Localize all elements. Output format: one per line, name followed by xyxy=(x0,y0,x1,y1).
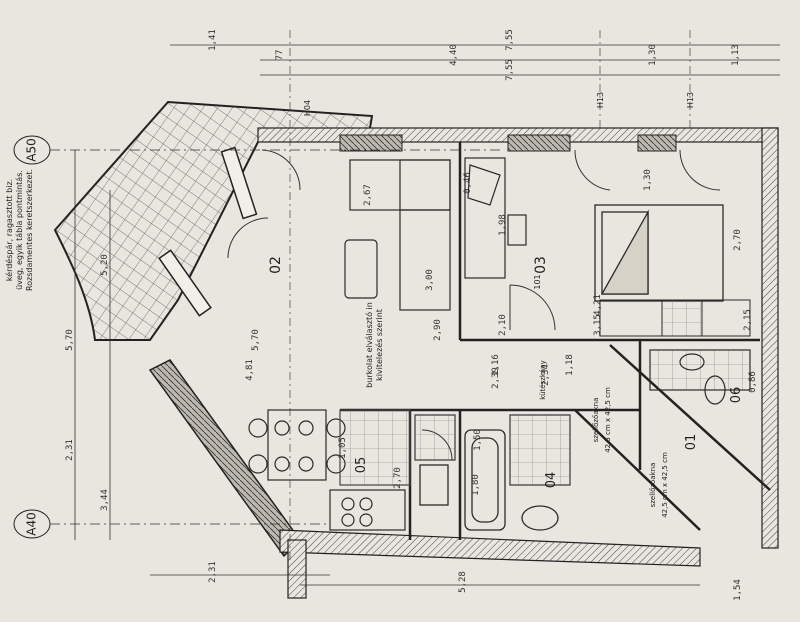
kitchen-note-1: burkolat elválasztó in xyxy=(364,302,374,388)
dim-left-6: 4,81 xyxy=(245,359,255,381)
shaft-label-2: 42,5 cm x 42,5 cm xyxy=(604,387,612,453)
interior-dim-18: 2,90 xyxy=(433,319,443,341)
wall-segment-top-left xyxy=(339,134,403,152)
axis-a50: A50 xyxy=(13,135,500,165)
balcony-note-3: Rozsdamentes keretszerkezet. xyxy=(25,169,34,291)
dim-top-3: 4,40 xyxy=(449,44,459,66)
door-h13-2-label: H13 xyxy=(686,92,695,108)
interior-dim-13: 2,70 xyxy=(393,467,403,489)
axis-a40-label: A40 xyxy=(25,512,39,535)
room-03-label: 03 xyxy=(533,256,549,274)
coffee-table xyxy=(344,239,378,299)
sofa xyxy=(349,159,451,311)
desk xyxy=(464,157,527,279)
dim-bottom-3: 1,54 xyxy=(733,579,743,601)
bathroom-fixtures xyxy=(414,414,571,531)
dimension-lines-left xyxy=(74,150,111,540)
balcony-note-2: üveg, egyik tábla pontmintás. xyxy=(15,170,24,290)
interior-dim-15: 3,15 xyxy=(593,314,603,336)
dim-left-5: 5,70 xyxy=(251,329,261,351)
balcony-windows xyxy=(158,146,258,317)
interior-dim-19: 0,86 xyxy=(748,371,758,393)
balcony-note-1: kérdéspár, ragasztott biz. xyxy=(4,179,14,281)
dim-top-6: 7,55 xyxy=(505,59,515,81)
room-06-label: 06 xyxy=(729,387,744,404)
dim-top-1: 1,41 xyxy=(208,29,218,51)
axis-a50-label: A50 xyxy=(25,138,39,161)
dim-top-2: 7,55 xyxy=(505,29,515,51)
dimension-lines-bottom xyxy=(150,574,700,586)
shaft-label-4: 42,5 cm x 42,5 cm xyxy=(661,452,669,518)
interior-dim-10: 2,34 xyxy=(541,364,551,386)
interior-dim-16: 2,15 xyxy=(743,309,753,331)
interior-dim-4: 2,70 xyxy=(733,229,743,251)
interior-dim-6: 1,30 xyxy=(643,169,653,191)
dim-top-7: 77 xyxy=(275,50,285,61)
kitchen-note-2: kivitelezés szerint xyxy=(374,309,384,381)
interior-dim-1: 2,67 xyxy=(363,184,373,206)
balcony-area xyxy=(53,100,374,341)
interior-dim-5: 4,21 xyxy=(593,294,603,316)
dim-top-5: 1,13 xyxy=(731,44,741,66)
dim-left-1: 5,70 xyxy=(65,329,75,351)
interior-dim-11: 1,50 xyxy=(473,429,483,451)
interior-dim-8: 1,18 xyxy=(565,354,575,376)
room-01-label: 01 xyxy=(684,434,699,451)
shaft-label-3: szellőzőakna xyxy=(648,463,657,508)
door-h04-label: H04 xyxy=(303,100,312,116)
kitchen-counter xyxy=(329,409,411,531)
closet-label: kütészkány xyxy=(539,360,547,399)
interior-dim-3: 2,10 xyxy=(498,314,508,336)
wall-segment-top-right xyxy=(637,134,677,152)
interior-dim-0: 3,00 xyxy=(425,269,435,291)
room-04-label: 04 xyxy=(544,472,559,489)
door-101-label: 101 xyxy=(533,274,542,289)
wall-segment-top-mid xyxy=(507,134,571,152)
interior-dim-17: 0,46 xyxy=(463,172,473,194)
door-swings xyxy=(227,149,721,461)
bed xyxy=(594,204,724,302)
shaft-label-1: szellőzőakna xyxy=(591,398,600,443)
interior-dim-14: 1,05 xyxy=(338,437,348,459)
dim-top-4: 1,30 xyxy=(648,44,658,66)
dimension-lines-top xyxy=(170,44,780,76)
interior-dim-9: 2,39 xyxy=(491,367,501,389)
dim-bottom-2: 5,28 xyxy=(458,571,468,593)
axis-a40: A40 xyxy=(13,509,330,539)
interior-dim-7: 1,16 xyxy=(491,354,501,376)
interior-dim-2: 1,98 xyxy=(498,214,508,236)
wc-fixtures xyxy=(649,349,751,405)
dining-table xyxy=(248,409,346,481)
room-05-label: 05 xyxy=(354,457,369,474)
interior-dim-12: 1,80 xyxy=(471,474,481,496)
structural-grid xyxy=(289,30,691,560)
room-02-label: 02 xyxy=(268,256,284,274)
bedroom-cabinets xyxy=(599,299,751,337)
dim-bottom-1: 2,31 xyxy=(208,561,218,583)
dim-left-4: 5,20 xyxy=(100,254,110,276)
labels: 02 03 04 05 06 01 H04 H13 H13 101 1,41 7,55 4,40 1,30… xyxy=(4,29,758,601)
door-h13-1-label: H13 xyxy=(596,92,605,108)
dim-left-2: 2,31 xyxy=(65,439,75,461)
dim-left-3: 3,44 xyxy=(100,489,110,511)
